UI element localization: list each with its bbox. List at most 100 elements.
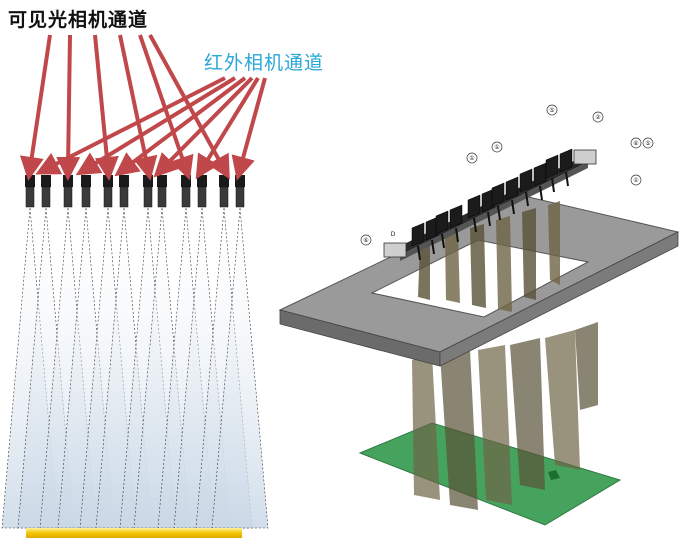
- camera-lens: [25, 186, 35, 208]
- callout: ⑤: [642, 137, 654, 149]
- callout: ⑥: [630, 137, 642, 149]
- callout: ⑥: [360, 234, 372, 246]
- camera-body: [235, 175, 245, 187]
- visible-channel-arrow: [93, 34, 119, 181]
- rig-camera-pair: [467, 188, 495, 233]
- rig-camera-mount: [551, 177, 555, 193]
- callout-circle: [546, 104, 558, 116]
- rig-camera: [559, 148, 573, 173]
- camera-row: [25, 175, 245, 208]
- projected-beams: [412, 322, 598, 510]
- visible-channel-arrow: [19, 34, 52, 181]
- camera-body: [219, 175, 229, 187]
- camera-lens: [81, 186, 91, 208]
- visible-channel-arrow: [56, 34, 81, 181]
- callout: D: [391, 231, 396, 238]
- channel-arrows: [19, 34, 267, 181]
- camera: [63, 175, 73, 208]
- callout-label: ⑥: [633, 140, 638, 147]
- rig-camera-pair: [491, 176, 519, 221]
- rig-camera-mount: [525, 191, 529, 207]
- rig-camera: [505, 176, 519, 201]
- visible-channel-arrow: [118, 34, 158, 181]
- camera-lens: [41, 186, 51, 208]
- callout: ①: [466, 152, 478, 164]
- camera-body: [25, 175, 35, 187]
- callout: ①: [630, 174, 642, 186]
- target-strip: [26, 528, 242, 538]
- rig-camera: [449, 204, 463, 229]
- ir-channel-arrow: [153, 76, 254, 178]
- camera-body: [181, 175, 191, 187]
- ir-channel-arrow: [195, 76, 260, 180]
- ir-camera-channel-label: 红外相机通道: [204, 52, 325, 74]
- rig-camera-mount: [417, 245, 421, 261]
- camera-lens: [63, 186, 73, 208]
- camera: [119, 175, 129, 208]
- rig-camera: [533, 162, 547, 187]
- callout-label: ⑤: [549, 107, 554, 114]
- ground-target-marker: [548, 470, 560, 480]
- callout-label: ②: [595, 114, 601, 121]
- rig-camera-mount: [455, 227, 459, 243]
- camera-body: [41, 175, 51, 187]
- callout-label: ⑤: [645, 140, 650, 147]
- rig-camera-pair: [435, 204, 463, 249]
- rig-camera-mount: [441, 233, 445, 249]
- camera-body: [119, 175, 129, 187]
- rail-bracket-right: [573, 149, 597, 165]
- rig-camera-mount: [497, 205, 501, 221]
- callout: ⑤: [546, 104, 558, 116]
- ir-channel-arrow: [114, 76, 247, 177]
- rig-camera-mount: [473, 217, 477, 233]
- callout: ②: [592, 111, 604, 123]
- rig-camera: [545, 154, 559, 179]
- callout-circle: [491, 141, 503, 153]
- rig-camera: [411, 222, 425, 247]
- rig-camera-mount: [565, 171, 569, 187]
- rig-camera-mount: [431, 239, 435, 255]
- camera-body: [157, 175, 167, 187]
- beams-through-cutout: [418, 201, 560, 312]
- platform-side-face: [439, 231, 679, 367]
- rig-camera: [491, 182, 505, 207]
- callout-label: ①: [469, 155, 474, 162]
- callout: ①: [491, 141, 503, 153]
- camera-lens: [219, 186, 229, 208]
- rail-bracket-left: [383, 242, 407, 258]
- camera: [25, 175, 35, 208]
- visible-channel-arrow: [138, 34, 194, 181]
- ir-channel-arrow: [231, 77, 267, 181]
- camera-lens: [235, 186, 245, 208]
- callout-circle: [630, 137, 642, 149]
- rig-camera: [467, 194, 481, 219]
- camera-body: [143, 175, 153, 187]
- callout-circle: [630, 174, 642, 186]
- rig-camera-mount: [487, 211, 491, 227]
- rig-camera: [425, 216, 439, 241]
- camera: [219, 175, 229, 208]
- rig-camera: [519, 168, 533, 193]
- callout-circle: [360, 234, 372, 246]
- camera: [143, 175, 153, 208]
- rig-camera: [435, 210, 449, 235]
- rig-camera-pair: [411, 216, 439, 261]
- callout-circle: [592, 111, 604, 123]
- camera: [235, 175, 245, 208]
- camera-fov-beams: [1, 207, 269, 529]
- camera-lens: [143, 186, 153, 208]
- camera: [41, 175, 51, 208]
- camera-body: [81, 175, 91, 187]
- camera-body: [103, 175, 113, 187]
- callout-label: ①: [633, 177, 638, 184]
- camera: [81, 175, 91, 208]
- rig-camera-pair: [519, 162, 547, 207]
- rig-camera: [481, 188, 495, 213]
- visible-channel-arrow: [148, 34, 230, 180]
- visible-camera-channel-label: 可见光相机通道: [8, 9, 149, 31]
- camera-body: [197, 175, 207, 187]
- rig-camera-group: [411, 148, 573, 261]
- rig-camera-mount: [511, 199, 515, 215]
